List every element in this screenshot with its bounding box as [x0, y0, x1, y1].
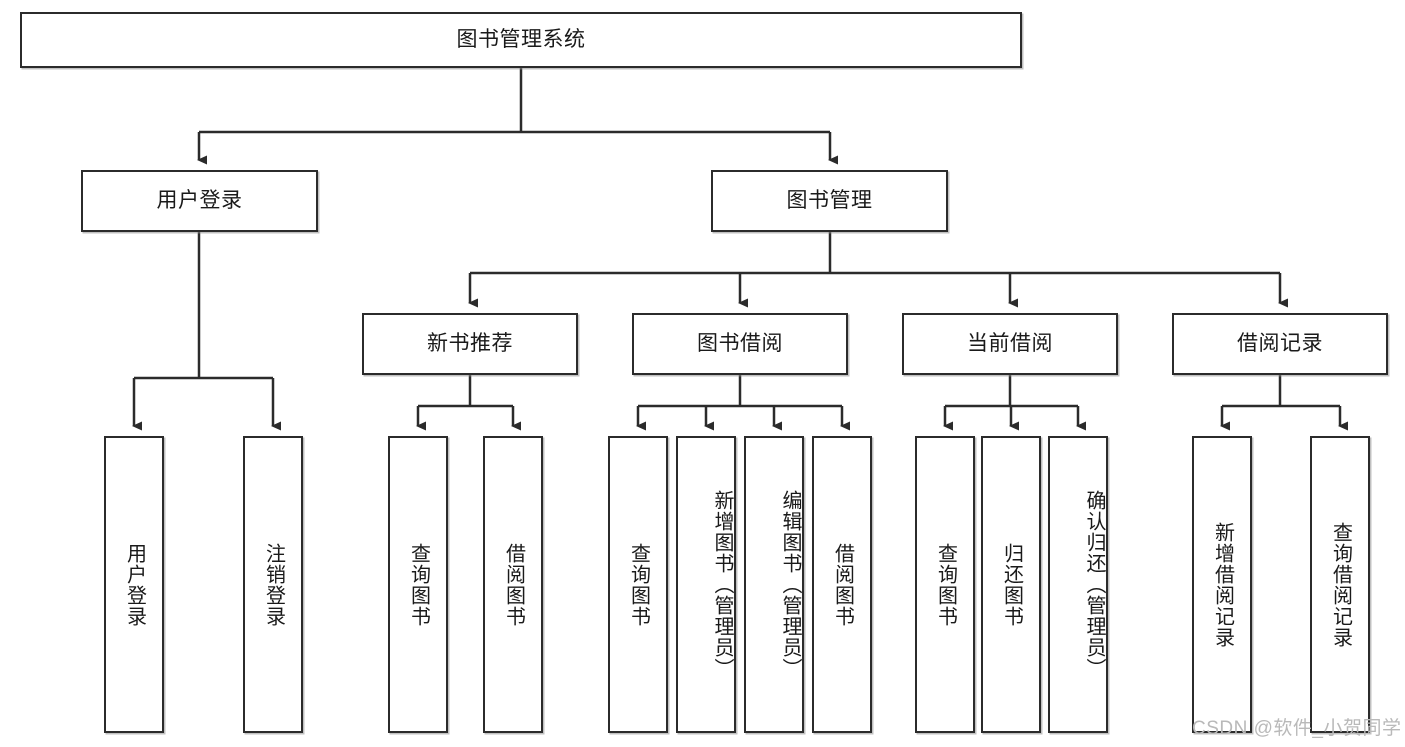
node-leaf-return-book[interactable]: 归还图书 — [981, 436, 1041, 733]
node-leaf-add-book[interactable]: 新增图书（管理员） — [676, 436, 736, 733]
node-leaf-query-book-1[interactable]: 查询图书 — [388, 436, 448, 733]
node-book-management-system[interactable]: 图书管理系统 — [20, 12, 1022, 68]
node-leaf-add-record[interactable]: 新增借阅记录 — [1192, 436, 1252, 733]
node-label: 当前借阅 — [967, 331, 1053, 355]
node-label: 归还图书 — [1000, 542, 1023, 627]
node-label: 用户登录 — [156, 188, 243, 212]
node-label: 确认归还（管理员） — [1083, 490, 1105, 679]
node-label: 新增图书（管理员） — [711, 490, 733, 679]
node-label: 查询借阅记录 — [1329, 521, 1352, 648]
node-new-book-recommend[interactable]: 新书推荐 — [362, 313, 578, 375]
node-leaf-borrow-book-1[interactable]: 借阅图书 — [483, 436, 543, 733]
node-book-borrow[interactable]: 图书借阅 — [632, 313, 848, 375]
node-user-login[interactable]: 用户登录 — [81, 170, 318, 232]
node-leaf-query-record[interactable]: 查询借阅记录 — [1310, 436, 1370, 733]
node-book-management[interactable]: 图书管理 — [711, 170, 948, 232]
node-label: 图书管理 — [786, 188, 873, 212]
node-label: 查询图书 — [934, 542, 957, 627]
node-label: 借阅记录 — [1237, 331, 1323, 355]
node-current-borrow[interactable]: 当前借阅 — [902, 313, 1118, 375]
node-label: 用户登录 — [123, 542, 146, 627]
node-borrow-record[interactable]: 借阅记录 — [1172, 313, 1388, 375]
csdn-watermark: CSDN @软件_小贺同学 — [1192, 718, 1402, 739]
node-label: 借阅图书 — [831, 542, 854, 627]
node-label: 图书借阅 — [697, 331, 783, 355]
node-label: 新增借阅记录 — [1211, 521, 1234, 648]
node-label: 注销登录 — [262, 542, 285, 627]
node-label: 新书推荐 — [427, 331, 513, 355]
node-leaf-confirm-return[interactable]: 确认归还（管理员） — [1048, 436, 1108, 733]
node-label: 查询图书 — [627, 542, 650, 627]
node-leaf-user-login[interactable]: 用户登录 — [104, 436, 164, 733]
node-label: 借阅图书 — [502, 542, 525, 627]
node-leaf-query-book-2[interactable]: 查询图书 — [608, 436, 668, 733]
node-label: 编辑图书（管理员） — [779, 490, 801, 679]
node-label: 图书管理系统 — [456, 27, 586, 51]
node-label: 查询图书 — [407, 542, 430, 627]
node-leaf-query-book-3[interactable]: 查询图书 — [915, 436, 975, 733]
node-leaf-logout-login[interactable]: 注销登录 — [243, 436, 303, 733]
node-leaf-edit-book[interactable]: 编辑图书（管理员） — [744, 436, 804, 733]
node-leaf-borrow-book-2[interactable]: 借阅图书 — [812, 436, 872, 733]
